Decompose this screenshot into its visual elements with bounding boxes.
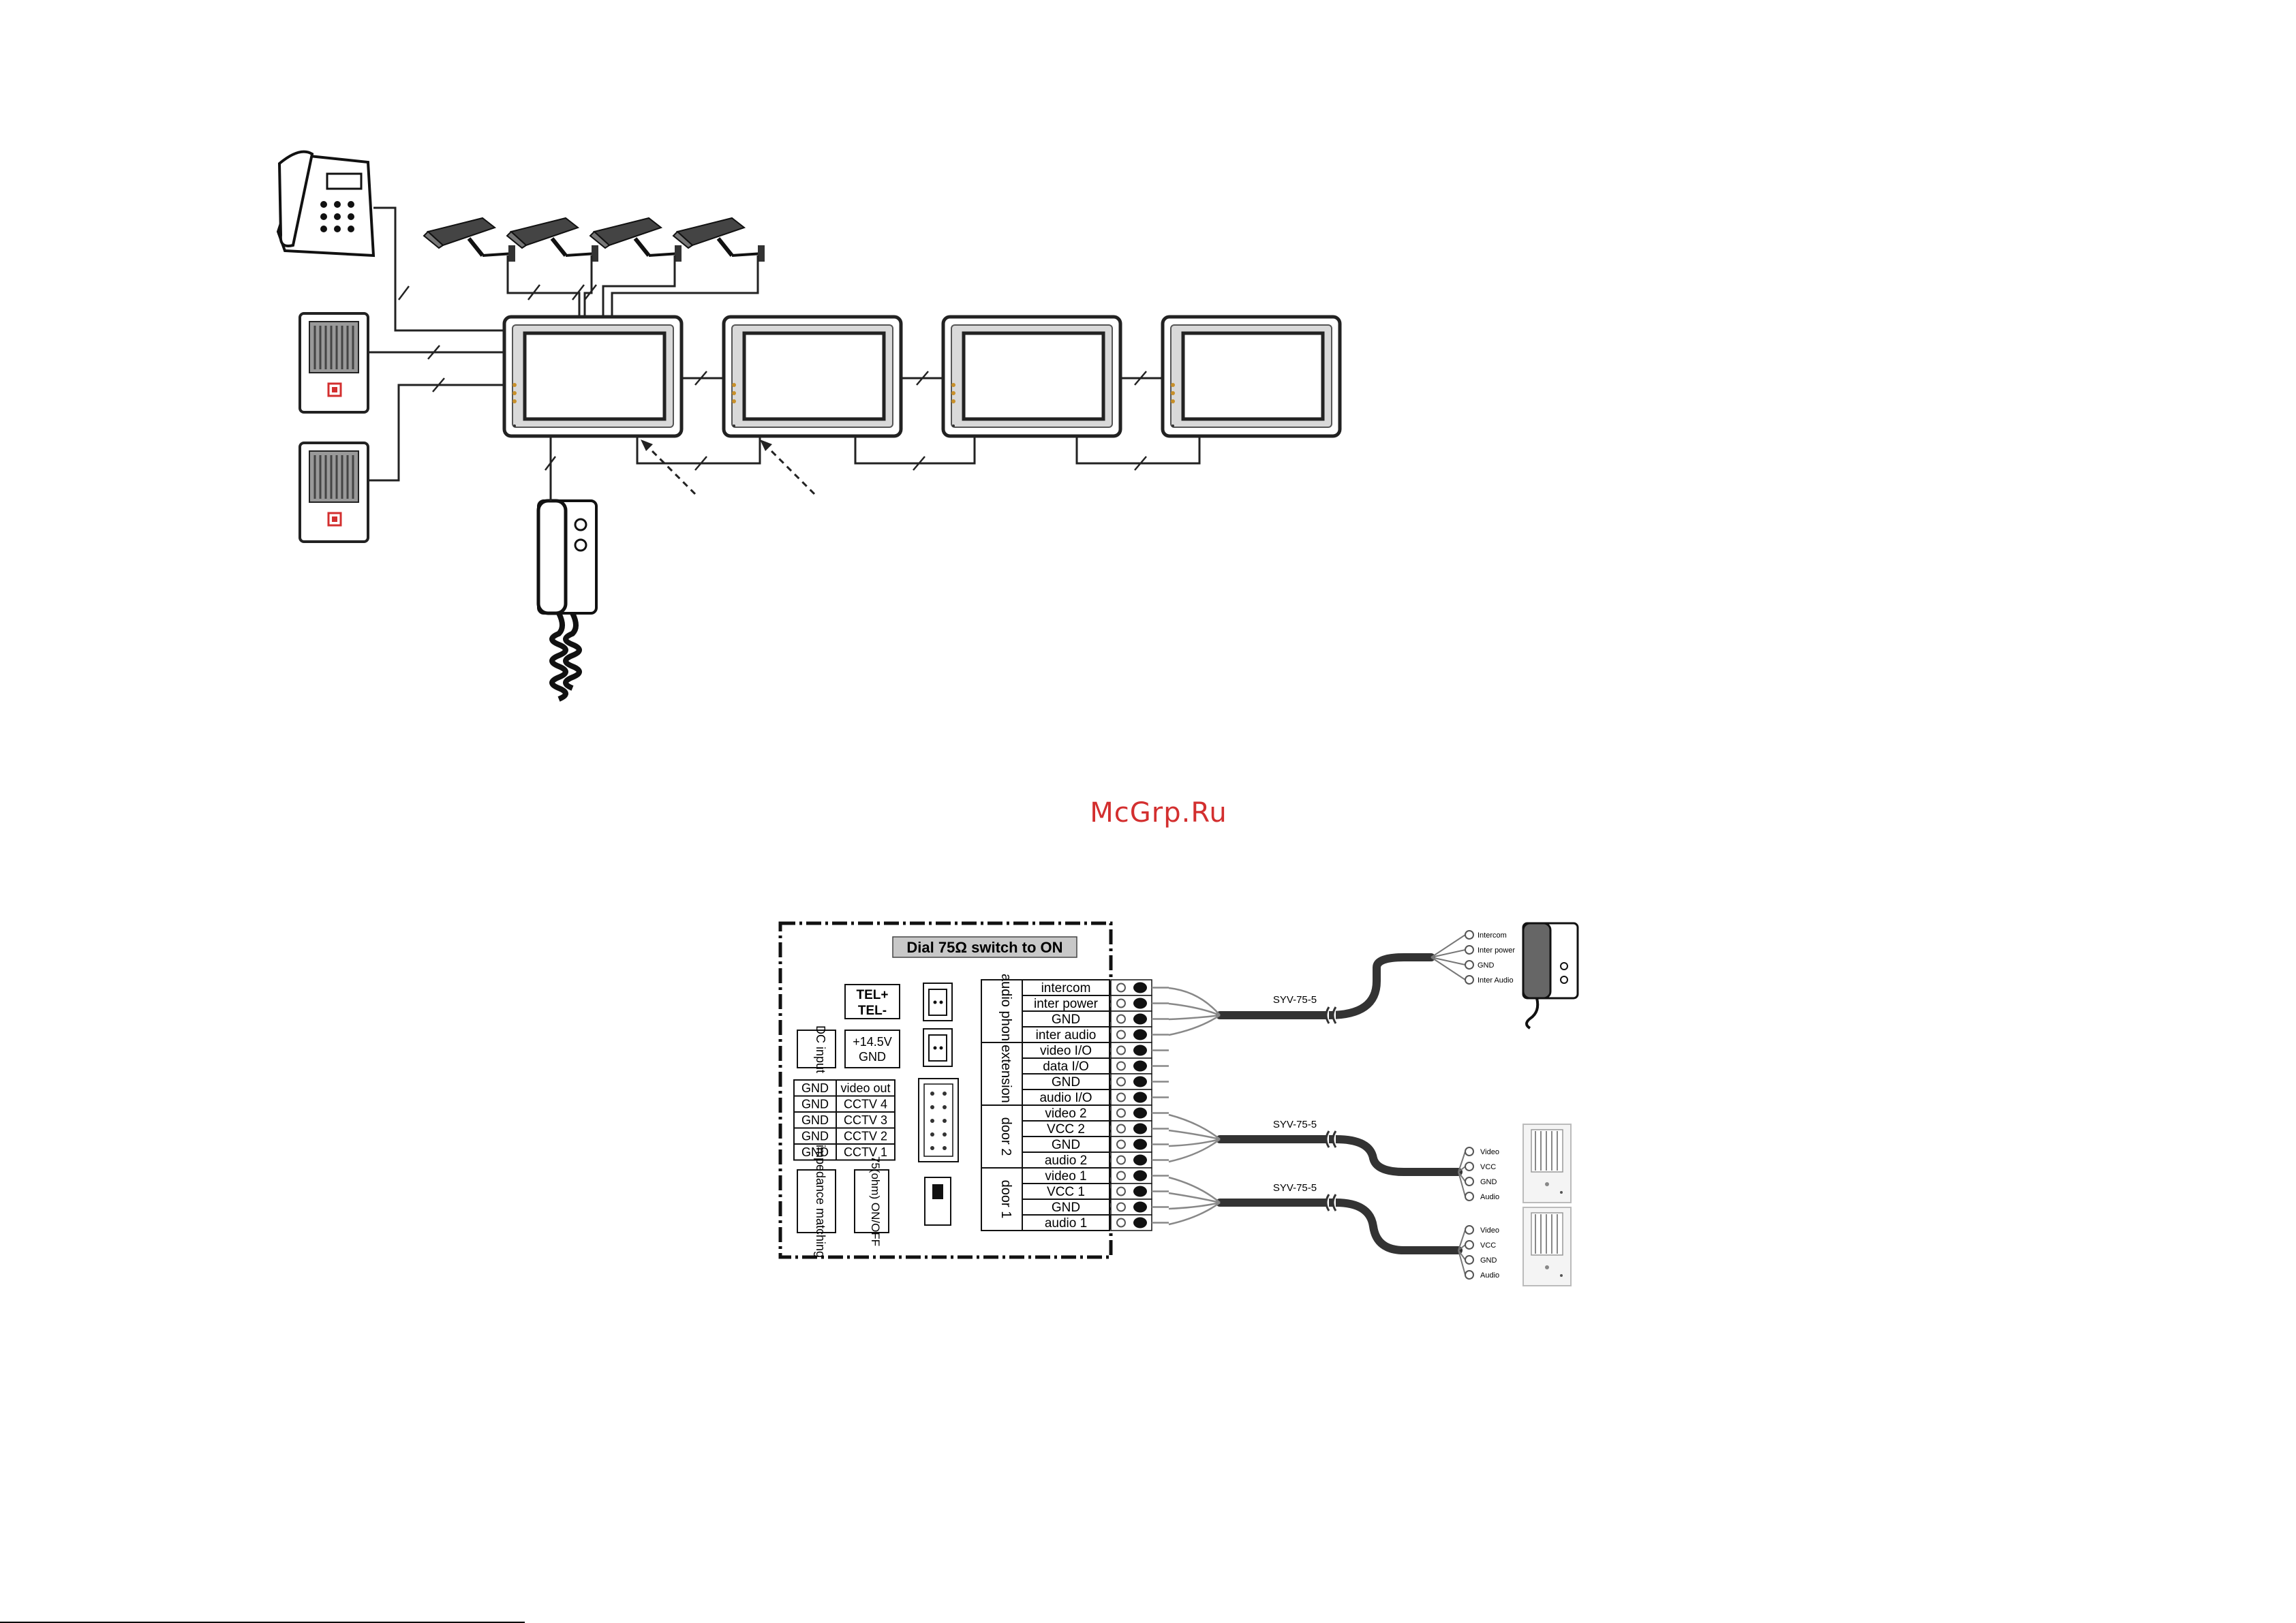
indoor-monitor — [943, 317, 1120, 436]
wire-end — [1133, 1201, 1147, 1213]
wire-end — [1133, 982, 1147, 993]
telephone-icon — [276, 150, 376, 258]
terminal-label: audio 2 — [1045, 1154, 1087, 1168]
terminal-label: VCC 1 — [1047, 1185, 1085, 1199]
audio-phone-icon — [1522, 922, 1579, 1030]
dc-input-label: DC input — [814, 1025, 827, 1073]
cctv-channel-label: CCTV 4 — [844, 1098, 887, 1111]
door2-pin-label: GND — [1480, 1178, 1497, 1186]
terminal-label: video 2 — [1045, 1107, 1086, 1121]
cable-runs — [1216, 953, 1463, 1254]
wire-end — [1133, 1060, 1147, 1072]
impedance-label: impedance matching — [814, 1145, 827, 1258]
terminal-label: GND — [1052, 1075, 1080, 1089]
terminal-group-label: extension — [998, 1045, 1013, 1103]
door-station-icon — [1522, 1124, 1572, 1203]
door1-pin-label: Video — [1480, 1226, 1499, 1235]
wire-end — [1133, 1139, 1147, 1150]
terminal-label: inter audio — [1036, 1028, 1097, 1042]
terminal-group-label: door 1 — [998, 1180, 1013, 1219]
wire-end — [1133, 1045, 1147, 1056]
wire-end — [1133, 1154, 1147, 1166]
system-diagram — [276, 150, 1340, 702]
connection-lines — [368, 206, 1201, 501]
terminal-wiring-diagram: Dial 75Ω switch to ON TEL+ TEL- DC input… — [778, 921, 1579, 1286]
tel-minus-label: TEL- — [858, 1004, 887, 1018]
phone-pin-label: Intercom — [1478, 931, 1507, 940]
terminal-label: data I/O — [1043, 1060, 1089, 1074]
watermark: McGrp.Ru — [1090, 797, 1227, 829]
dial-note: Dial 75Ω switch to ON — [906, 939, 1062, 956]
door2-pin-label: VCC — [1480, 1163, 1496, 1171]
handset-icon — [536, 499, 598, 702]
cable-label: SYV-75-5 — [1273, 1182, 1317, 1194]
wire-end — [1133, 1170, 1147, 1181]
tel-plus-label: TEL+ — [857, 988, 889, 1002]
door2-pin-label: Video — [1480, 1148, 1499, 1156]
wire-end — [1133, 1123, 1147, 1134]
cctv-channel-label: video out — [840, 1081, 890, 1095]
cctv-camera-icon — [590, 218, 682, 262]
terminal-label: video I/O — [1040, 1044, 1092, 1058]
cctv-gnd-label: GND — [801, 1098, 829, 1111]
door2-pin-label: Audio — [1480, 1193, 1499, 1201]
phone-pin-label: Inter power — [1478, 946, 1515, 955]
cable-label: SYV-75-5 — [1273, 1119, 1317, 1130]
door-station-icon — [1522, 1207, 1572, 1286]
terminal-label: video 1 — [1045, 1169, 1086, 1184]
cctv-channel-label: CCTV 3 — [844, 1113, 887, 1127]
terminal-label: audio I/O — [1039, 1091, 1092, 1105]
cable-label: SYV-75-5 — [1273, 994, 1317, 1006]
cctv-gnd-label: GND — [801, 1145, 829, 1159]
wire-end — [1133, 998, 1147, 1009]
wire-end — [1133, 1013, 1147, 1025]
cctv-channel-label: CCTV 2 — [844, 1130, 887, 1143]
cctv-camera-icon — [673, 218, 765, 262]
cctv-gnd-label: GND — [801, 1081, 829, 1095]
door-station-icon — [299, 442, 369, 543]
phone-pin-label: Inter Audio — [1478, 976, 1514, 985]
wire-end — [1133, 1092, 1147, 1103]
terminal-label: GND — [1052, 1201, 1080, 1215]
indoor-monitor — [724, 317, 901, 436]
door1-pin-label: Audio — [1480, 1271, 1499, 1280]
terminal-label: GND — [1052, 1013, 1080, 1027]
terminal-label: inter power — [1034, 997, 1099, 1011]
terminal-label: intercom — [1041, 981, 1091, 995]
wire-end — [1133, 1186, 1147, 1197]
terminal-label: audio 1 — [1045, 1216, 1087, 1231]
footnote-rule — [0, 1622, 525, 1623]
terminal-group-label: audio phone — [998, 974, 1013, 1049]
terminal-group-label: door 2 — [998, 1117, 1013, 1156]
door-station-icon — [299, 312, 369, 414]
dc-gnd-label: GND — [859, 1050, 886, 1064]
wire-end — [1133, 1217, 1147, 1228]
indoor-monitor — [504, 317, 682, 436]
door1-pin-label: VCC — [1480, 1241, 1496, 1250]
indoor-monitor — [1163, 317, 1340, 436]
wire-end — [1133, 1076, 1147, 1087]
door1-pin-label: GND — [1480, 1256, 1497, 1265]
dc-voltage-label: +14.5V — [853, 1035, 892, 1049]
cctv-gnd-label: GND — [801, 1113, 829, 1127]
terminal-label: VCC 2 — [1047, 1122, 1085, 1137]
cctv-camera-icon — [424, 218, 515, 262]
switch-label: 75(ohm) ON/OFF — [869, 1156, 882, 1246]
cctv-gnd-label: GND — [801, 1130, 829, 1143]
phone-pin-label: GND — [1478, 961, 1495, 970]
wire-end — [1133, 1029, 1147, 1040]
cctv-channel-label: CCTV 1 — [844, 1145, 887, 1159]
terminal-label: GND — [1052, 1138, 1080, 1152]
cctv-camera-icon — [507, 218, 598, 262]
wire-end — [1133, 1107, 1147, 1119]
